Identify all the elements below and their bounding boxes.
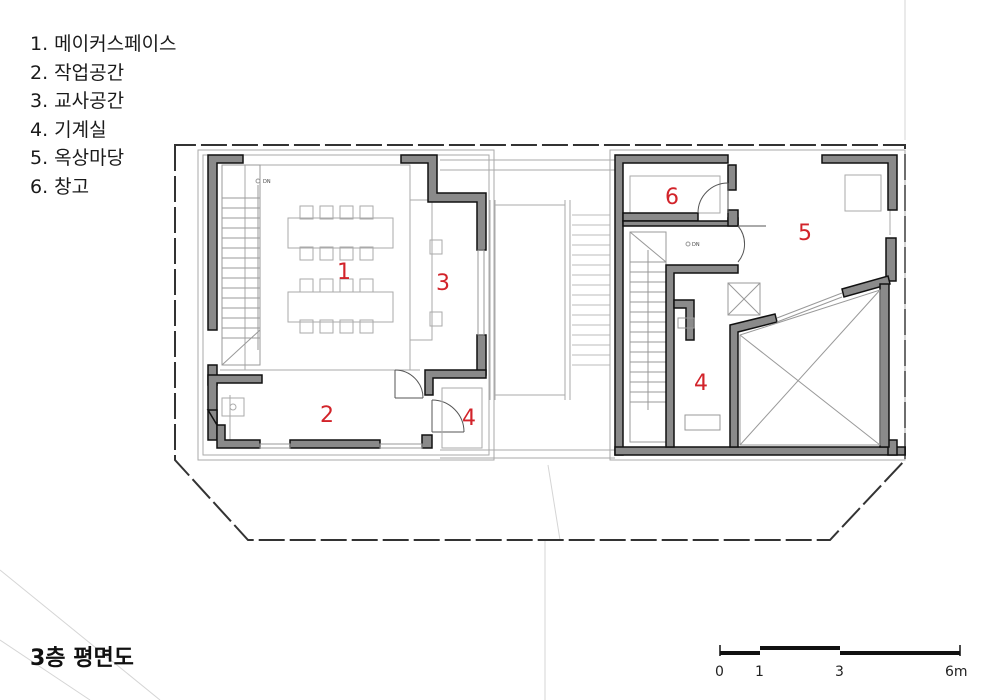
- left-utility-fixtures: [221, 397, 245, 417]
- right-building-walls: [614, 154, 906, 456]
- legend-item-makerspace: 1. 메이커스페이스: [30, 33, 177, 55]
- legend-item-storage: 6. 창고: [30, 175, 90, 198]
- left-doors: [394, 369, 483, 449]
- room-label-machine-room-left: 4: [462, 406, 476, 431]
- site-lines: [0, 0, 906, 700]
- left-windows: [259, 249, 485, 449]
- building-outline: [174, 144, 906, 541]
- scale-label-6m: 6m: [945, 664, 968, 680]
- legend-item-machine-room: 4. 기계실: [30, 118, 107, 141]
- central-bridge: [440, 159, 615, 459]
- left-stair: [221, 164, 261, 366]
- rooftop-skylight: [677, 282, 881, 446]
- scale-label-0: 0: [715, 664, 724, 680]
- room-legend: 1. 메이커스페이스 2. 작업공간 3. 교사공간 4. 기계실 5. 옥상마…: [30, 30, 177, 201]
- right-building-thin-lines: [609, 149, 906, 461]
- scale-bar: 0 1 3 6m: [715, 645, 968, 680]
- central-stair: [572, 214, 610, 366]
- stair-marker-right: DN: [692, 242, 700, 248]
- stair-marker-left: DN: [263, 179, 271, 185]
- makerspace-tables: [287, 199, 443, 341]
- room-label-machine-room-right: 4: [694, 371, 708, 396]
- scale-label-3: 3: [835, 664, 844, 680]
- room-label-storage: 6: [665, 185, 679, 210]
- room-label-makerspace: 1: [337, 260, 351, 285]
- drawing-title: 3층 평면도: [30, 646, 134, 671]
- left-building-walls: [206, 154, 487, 449]
- right-doors: [697, 182, 766, 263]
- room-label-rooftop-yard: 5: [798, 221, 812, 246]
- right-stair: [629, 231, 691, 443]
- legend-item-workspace: 2. 작업공간: [30, 61, 125, 84]
- legend-item-teacher-space: 3. 교사공간: [30, 90, 125, 112]
- legend-item-rooftop-yard: 5. 옥상마당: [30, 147, 125, 169]
- room-label-teacher-space: 3: [436, 271, 450, 296]
- scale-label-1: 1: [755, 664, 764, 680]
- room-label-workspace: 2: [320, 403, 334, 428]
